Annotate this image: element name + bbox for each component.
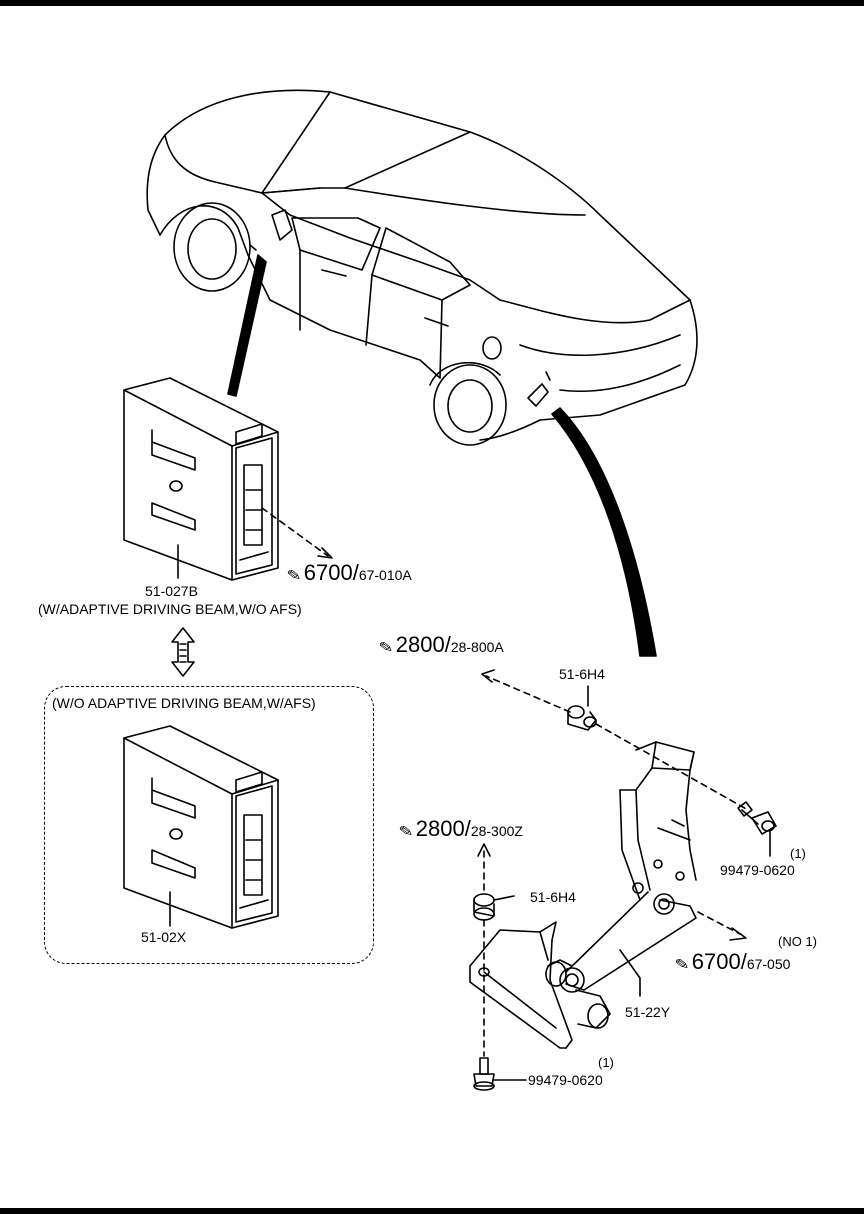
top-border bbox=[0, 0, 864, 6]
base-plate-drawing bbox=[469, 921, 573, 1049]
book-reference-icon: ✎ bbox=[674, 956, 690, 972]
bolt-right-part-number: 99479-0620 bbox=[720, 862, 795, 878]
ref-6700-top-main: 6700 bbox=[303, 560, 353, 585]
module-top-condition: (W/ADAPTIVE DRIVING BEAM,W/O AFS) bbox=[38, 601, 302, 617]
sensor-arm-drawing bbox=[545, 891, 697, 1029]
ref-6700-bottom-note: (NO 1) bbox=[778, 934, 817, 949]
ref-6700-top-sub: 67-010A bbox=[358, 567, 412, 583]
ref-6700-top[interactable]: ✎ 6700 / 67-010A bbox=[286, 560, 412, 585]
ref-6700-bottom-sub: 67-050 bbox=[746, 956, 791, 972]
bolt-bottom-qty: (1) bbox=[598, 1055, 614, 1070]
module-top-drawing bbox=[123, 377, 279, 581]
clip-mid-part-number: 51-6H4 bbox=[530, 889, 576, 905]
module-alt-drawing bbox=[123, 725, 279, 929]
module-alt-part-number: 51-02X bbox=[141, 929, 187, 945]
vehicle-illustration bbox=[146, 89, 698, 446]
ref-2800-top[interactable]: ✎ 2800 / 28-800A bbox=[378, 632, 504, 657]
bolt-bottom-part-number: 99479-0620 bbox=[528, 1072, 603, 1088]
alternate-part-box bbox=[44, 686, 374, 964]
clip-top-drawing bbox=[567, 705, 597, 731]
bottom-border bbox=[0, 1208, 864, 1214]
book-reference-icon: ✎ bbox=[378, 639, 394, 655]
clip-top-part-number: 51-6H4 bbox=[559, 666, 605, 682]
book-reference-icon: ✎ bbox=[398, 823, 414, 839]
bracket-drawing bbox=[619, 741, 697, 901]
ref-6700-bottom[interactable]: ✎ 6700 / 67-050 bbox=[674, 949, 791, 974]
ref-2800-top-sub: 28-800A bbox=[450, 639, 504, 655]
ref-6700-bottom-main: 6700 bbox=[691, 949, 741, 974]
bolt-right-qty: (1) bbox=[790, 846, 806, 861]
bolt-right-drawing bbox=[737, 801, 777, 835]
bolt-bottom-drawing bbox=[473, 1057, 495, 1091]
module-alt-condition: (W/O ADAPTIVE DRIVING BEAM,W/AFS) bbox=[50, 695, 318, 711]
sensor-part-number: 51-22Y bbox=[625, 1004, 671, 1020]
module-top-part-number: 51-027B bbox=[145, 583, 198, 599]
leader-front bbox=[227, 254, 267, 397]
leader-rear bbox=[551, 407, 657, 657]
ref-2800-mid[interactable]: ✎ 2800 / 28-300Z bbox=[398, 816, 523, 841]
ref-2800-mid-sub: 28-300Z bbox=[470, 823, 523, 839]
ref-2800-top-main: 2800 bbox=[395, 632, 445, 657]
double-arrow-icon bbox=[171, 627, 195, 677]
clip-mid-drawing bbox=[473, 893, 495, 921]
book-reference-icon: ✎ bbox=[286, 567, 302, 583]
ref-2800-mid-main: 2800 bbox=[415, 816, 465, 841]
